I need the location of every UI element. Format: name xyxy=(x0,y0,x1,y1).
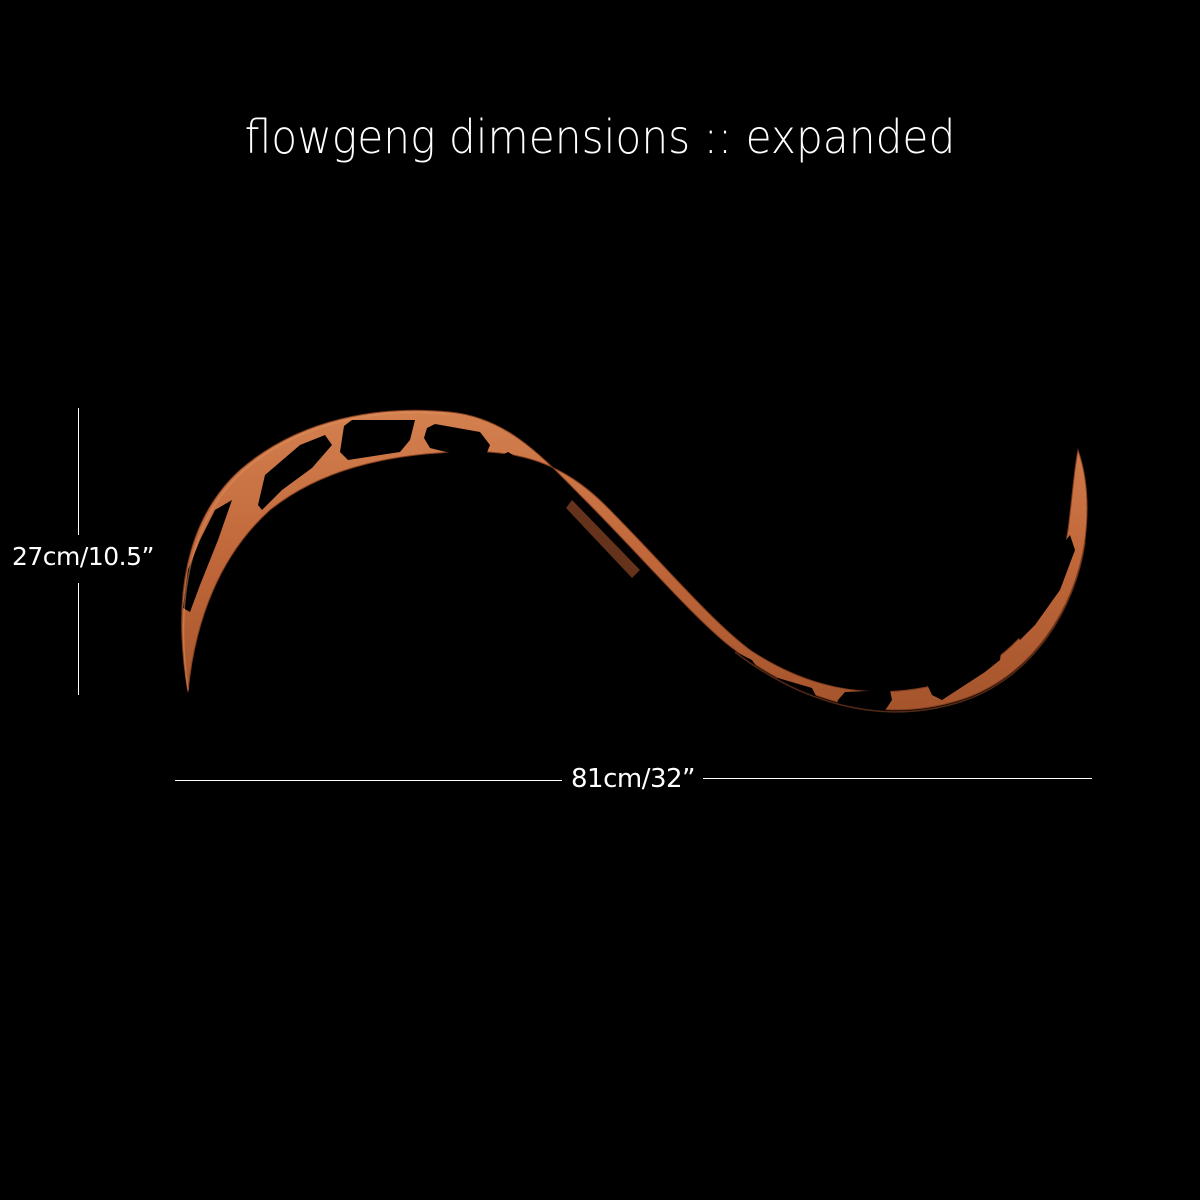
width-dimension-line-left xyxy=(175,780,562,781)
width-dimension-label: 81cm/32” xyxy=(571,764,696,794)
width-dimension-line-right xyxy=(703,778,1092,779)
height-dimension-line-bottom xyxy=(78,583,79,695)
page-title: flowgeng dimensions :: expanded xyxy=(244,110,956,164)
height-dimension-line-top xyxy=(78,408,79,535)
left-arc-cutouts xyxy=(183,420,546,612)
right-arc-cutouts xyxy=(715,535,1075,717)
height-dimension-label: 27cm/10.5” xyxy=(12,542,154,571)
center-hinge xyxy=(566,500,640,578)
flowgeng-shape xyxy=(181,409,1088,717)
